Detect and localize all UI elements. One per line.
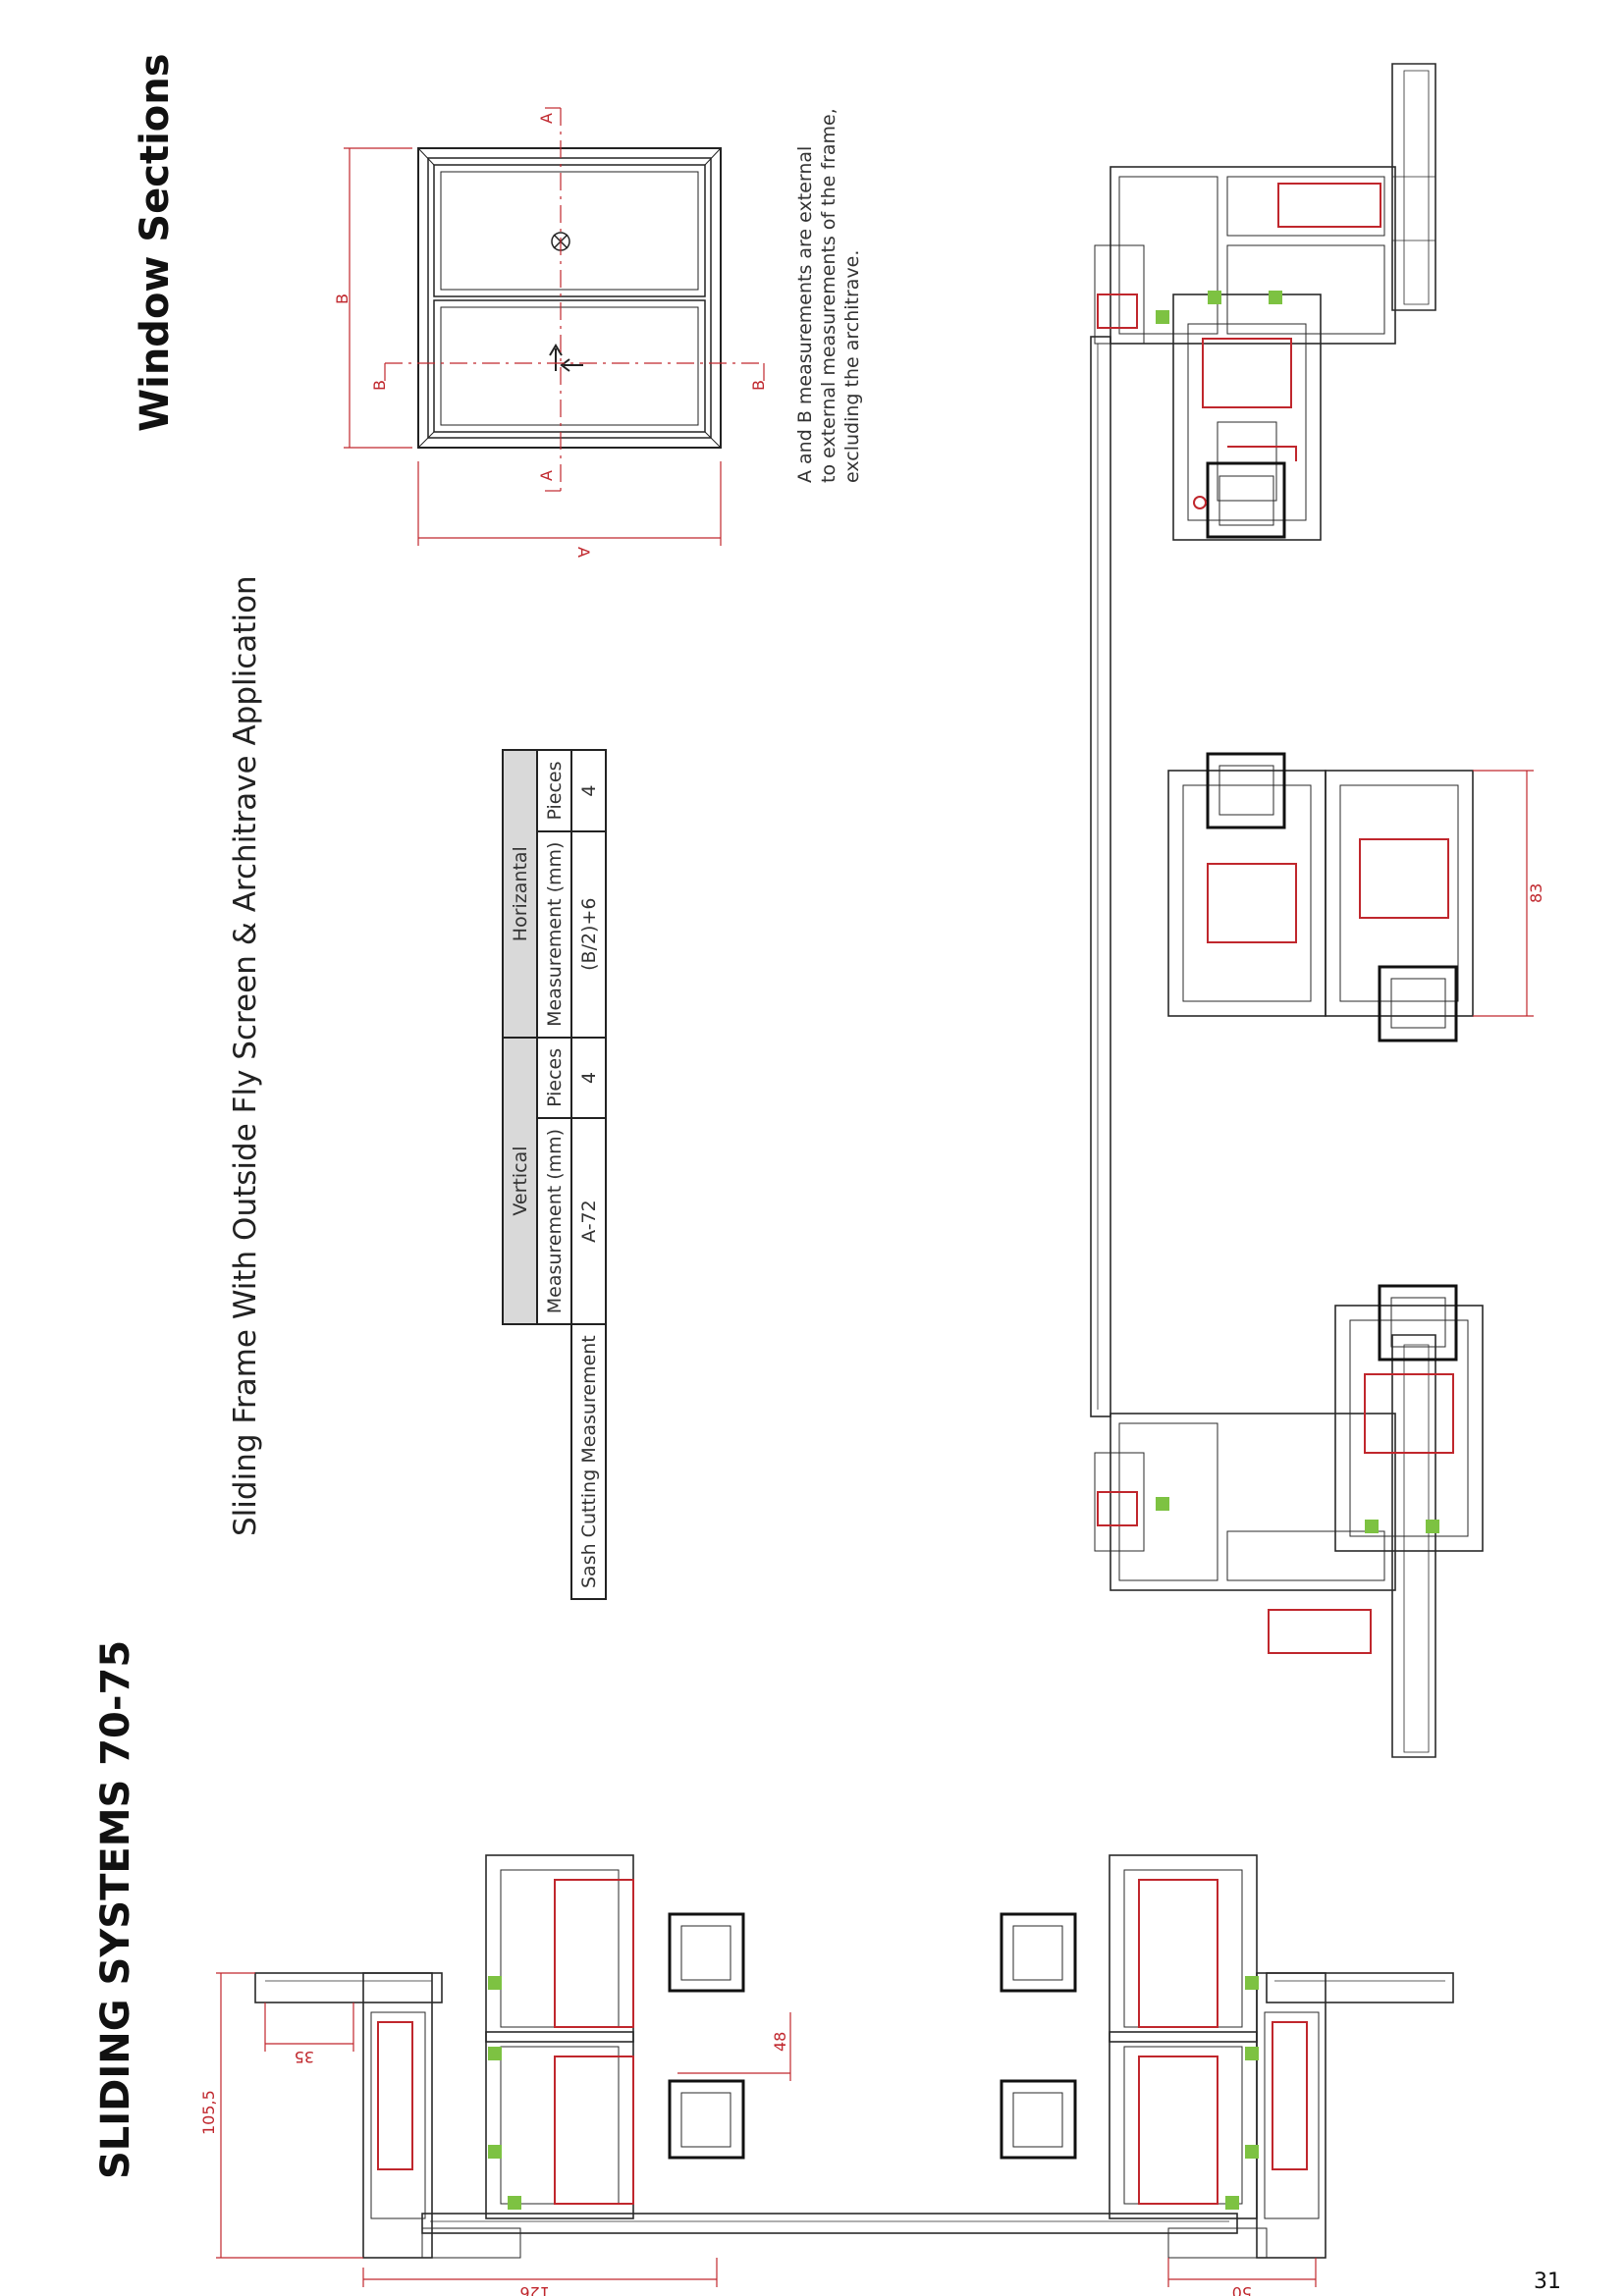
section-bottom-right: [1094, 1284, 1484, 1758]
label-b-left: B: [333, 294, 352, 304]
dim-83: [1473, 770, 1534, 1017]
dim-48-label: 48: [771, 2032, 789, 2052]
section-middle: [1167, 752, 1474, 1042]
label-b-dim: B: [370, 380, 389, 391]
section-bottom-left-lower: [1000, 1854, 1454, 2259]
label-a-top: A: [537, 113, 556, 124]
gaskets-bottom-left-upper: [488, 1976, 521, 2210]
gaskets-bottom-right: [1156, 1497, 1439, 1533]
elevation-labels: A A A B B B: [333, 113, 768, 558]
label-a-mid: A: [537, 470, 556, 481]
label-b-right: B: [749, 380, 768, 391]
dim-105-label: 105,5: [199, 2090, 218, 2135]
page-number: 31: [1534, 2269, 1561, 2294]
label-a-bottom: A: [574, 547, 593, 558]
dim-35-label: 35: [295, 2048, 314, 2066]
gaskets-bottom-left-lower: [1225, 1976, 1259, 2210]
dim-50-label: 50: [1232, 2283, 1252, 2296]
red-gaskets-top-right: [1193, 446, 1297, 509]
gaskets-top-right: [1156, 291, 1282, 324]
elevation-dimensions: [344, 107, 765, 546]
section-bottom-left-upper: [254, 1854, 1238, 2259]
dim-126-label: 126: [519, 2283, 550, 2296]
bottom-dimensions: [216, 1972, 1317, 2287]
dim-83-label: 83: [1527, 883, 1545, 903]
section-top-right: [1090, 63, 1436, 1417]
window-elevation: [417, 147, 722, 449]
